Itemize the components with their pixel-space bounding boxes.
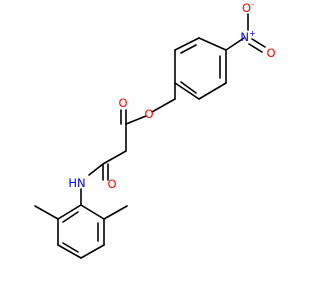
atom-label: O xyxy=(107,177,116,191)
bond xyxy=(198,82,227,100)
bond xyxy=(80,244,105,259)
bond-inner xyxy=(180,44,197,54)
atom-label: N+ xyxy=(240,29,255,44)
bond-inner xyxy=(248,43,263,53)
bond xyxy=(34,205,59,220)
bond xyxy=(225,37,245,51)
atom-label: O xyxy=(144,107,153,121)
bond-inner xyxy=(62,242,79,253)
bond-inner xyxy=(62,211,79,223)
bond xyxy=(174,82,200,100)
bond xyxy=(57,244,82,259)
bond xyxy=(174,37,200,51)
bond xyxy=(151,98,176,113)
bond xyxy=(103,205,128,220)
bond xyxy=(102,150,127,165)
structural-formula: N+ O- O O O O HN xyxy=(34,0,276,259)
atom-label: HN xyxy=(68,176,85,190)
atom-label-layer: N+ O- O O O O HN xyxy=(68,0,275,191)
bond xyxy=(88,163,104,176)
bond-layer xyxy=(34,13,266,259)
atom-label: O xyxy=(266,46,275,60)
atom-label: O- xyxy=(242,0,254,15)
atom-label: O xyxy=(118,96,127,110)
bond xyxy=(80,204,105,220)
bond-inner xyxy=(180,81,197,94)
bond xyxy=(251,38,266,48)
bond xyxy=(125,115,147,125)
bond xyxy=(57,204,82,220)
structure-canvas: N+ O- O O O O HN xyxy=(34,0,276,259)
bond xyxy=(198,37,227,51)
